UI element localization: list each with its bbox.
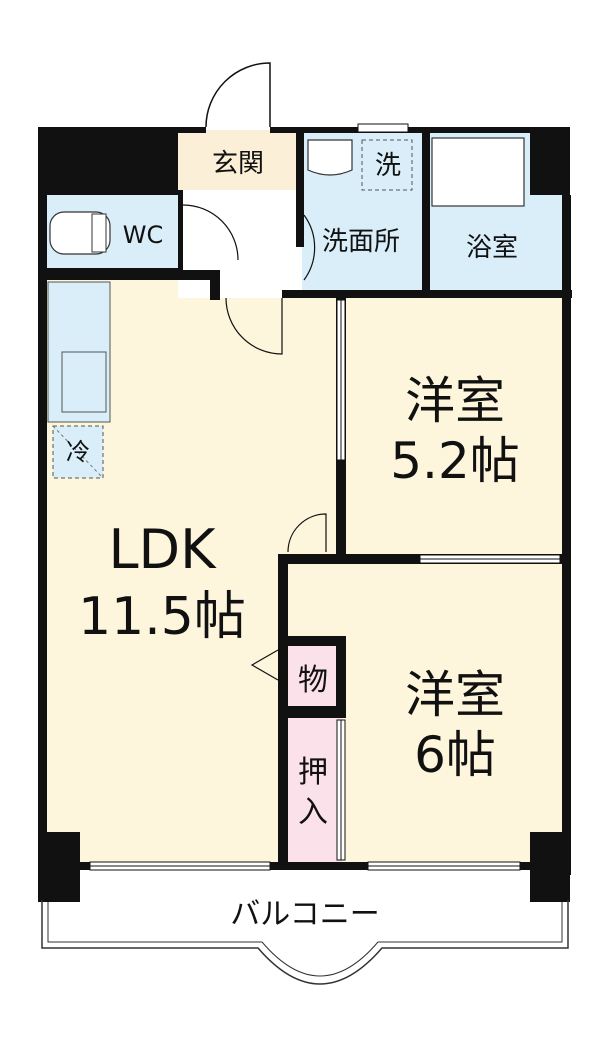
storage-floor (286, 645, 342, 707)
washroom-door-swing (303, 214, 316, 281)
label-washer: 洗 (375, 151, 401, 181)
washer-spot (361, 139, 413, 191)
washroom-top-window (357, 123, 409, 133)
label-closet-bottom: 入 (298, 795, 328, 830)
label-room2-name: 洋室 (405, 666, 505, 724)
kitchen-sink (61, 351, 107, 413)
ldk-door-swing (225, 297, 283, 355)
label-fridge: 冷 (66, 438, 90, 466)
label-entrance: 玄関 (212, 149, 264, 179)
label-room2-size: 6帖 (414, 726, 496, 784)
storage-door-mark (250, 649, 279, 681)
label-wc: WC (123, 221, 164, 249)
closet-floor (286, 718, 342, 866)
label-storage: 物 (298, 663, 328, 698)
label-room1-size: 5.2帖 (390, 432, 520, 490)
fridge-cross-1 (52, 425, 104, 479)
balcony-outline (41, 900, 569, 985)
label-ldk-size: 11.5帖 (78, 587, 246, 647)
label-ldk-name: LDK (108, 518, 217, 581)
label-washroom: 洗面所 (322, 227, 400, 257)
western-room-1-floor (340, 298, 565, 560)
label-bathroom: 浴室 (466, 233, 518, 263)
entrance-floor (178, 130, 298, 190)
entrance-door-swing (205, 62, 271, 128)
hall-door-swing (182, 204, 239, 261)
label-room1-name: 洋室 (405, 372, 505, 430)
label-balcony: バルコニー (230, 897, 379, 932)
bathtub-icon (431, 137, 525, 207)
basin-icon (307, 139, 353, 176)
room2-door-swing (287, 513, 327, 553)
ldk-floor (45, 280, 340, 868)
label-closet-top: 押 (298, 755, 328, 790)
